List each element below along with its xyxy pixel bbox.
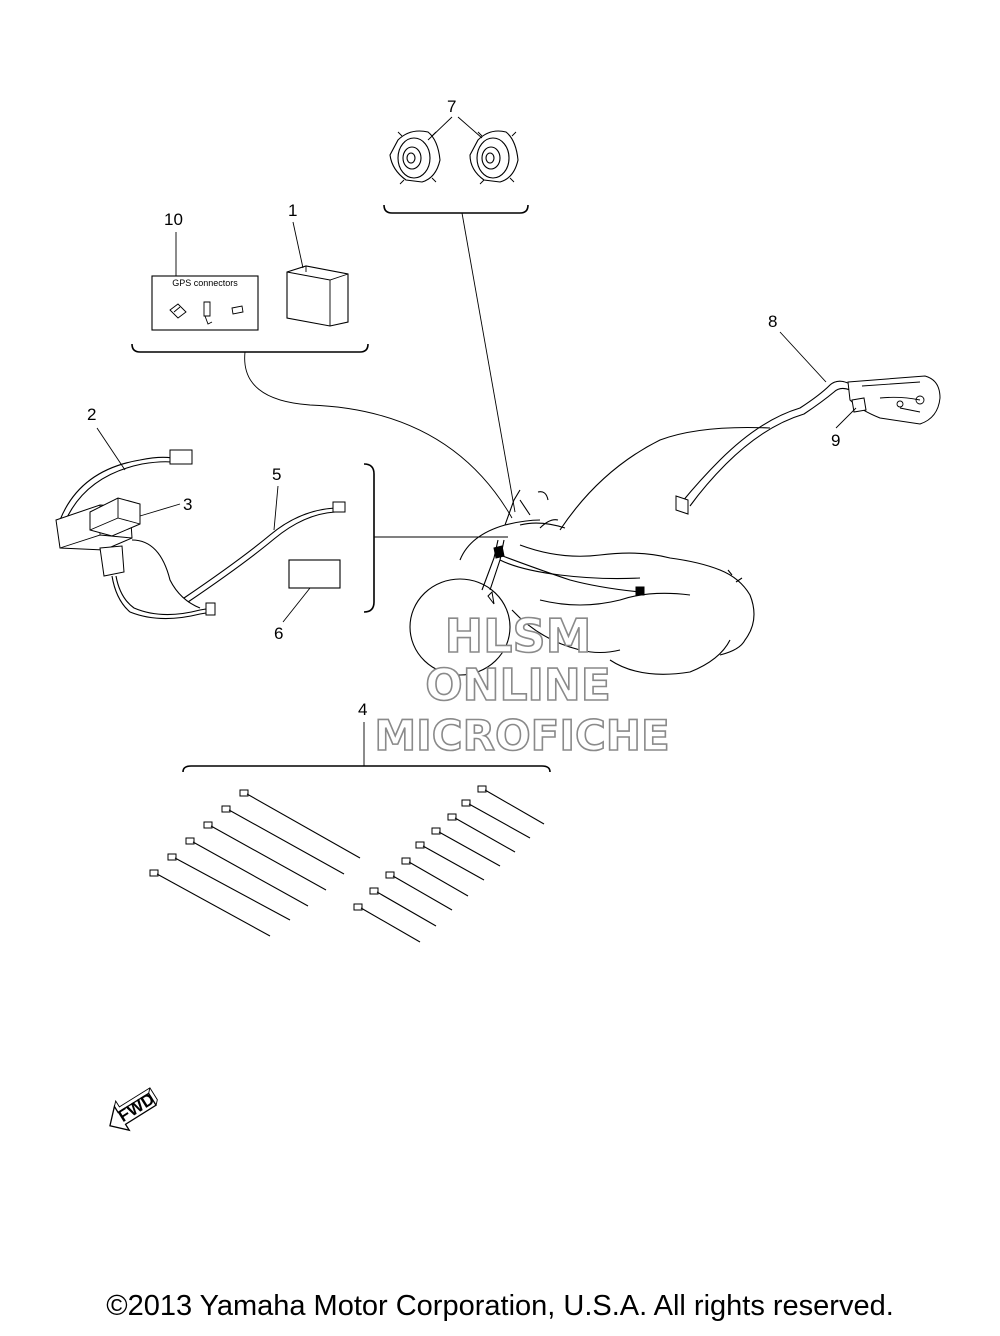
cable-ties-short	[353, 785, 545, 943]
speaker-left	[389, 130, 441, 185]
callout-10: 10	[164, 210, 183, 229]
speaker-pair: 7	[383, 97, 529, 214]
leader-7	[461, 212, 516, 513]
gps-connector-icons	[169, 301, 244, 325]
cable-ties-long	[149, 789, 361, 937]
harness-and-sheet: 5 6	[183, 463, 508, 643]
watermark-line3: MICROFICHE	[374, 711, 669, 760]
fwd-arrow-icon: FWD	[109, 1087, 158, 1132]
callout-5: 5	[272, 465, 281, 484]
callout-8: 8	[768, 312, 777, 331]
cable-ties: 4	[149, 700, 551, 943]
motorcycle-outline	[409, 426, 771, 676]
antenna-and-unit: 2 3	[55, 405, 216, 620]
part-box: 1	[286, 201, 349, 327]
callout-9: 9	[831, 431, 840, 450]
callout-2: 2	[87, 405, 96, 424]
callout-3: 3	[183, 495, 192, 514]
callout-6: 6	[274, 624, 283, 643]
callout-4: 4	[358, 700, 367, 719]
watermark-line1: HLSM	[445, 609, 592, 663]
leader-10-1	[244, 351, 513, 519]
gps-connectors-kit: 10 GPS connectors	[151, 210, 259, 331]
handlebar-switch-assembly: 8 9	[675, 312, 941, 515]
copyright-text: ©2013 Yamaha Motor Corporation, U.S.A. A…	[106, 1290, 894, 1322]
callout-7: 7	[447, 97, 456, 116]
gps-card-label: GPS connectors	[172, 278, 238, 288]
callout-1: 1	[288, 201, 297, 220]
watermark: HLSM ONLINE MICROFICHE	[374, 608, 671, 761]
fwd-label: FWD	[115, 1089, 158, 1126]
watermark-line2: ONLINE	[425, 660, 611, 711]
parts-diagram: 7 10 GPS connectors	[55, 97, 941, 1132]
speaker-right	[469, 130, 519, 185]
